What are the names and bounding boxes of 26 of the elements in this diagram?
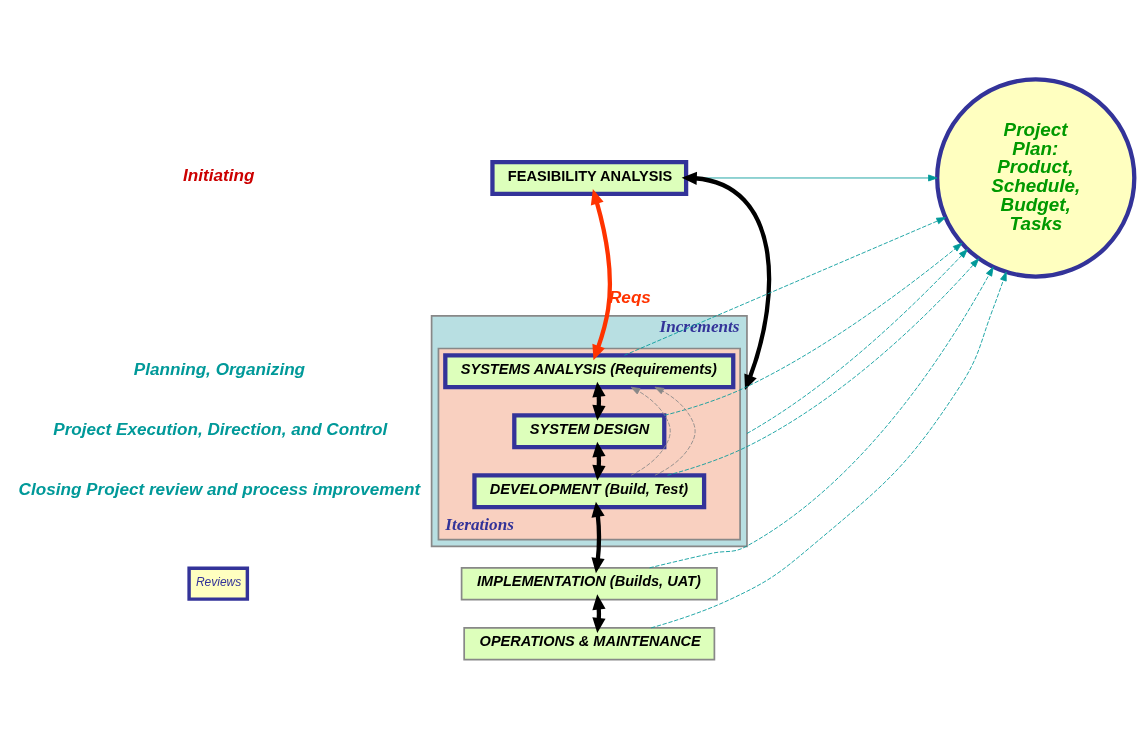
- node-box: SYSTEMS ANALYSIS (Requirements): [443, 353, 736, 390]
- node-box: IMPLEMENTATION (Builds, UAT): [460, 567, 718, 601]
- legend-label: Reviews: [195, 575, 242, 590]
- arrow: [650, 271, 1007, 629]
- edge-label: Reqs: [608, 287, 651, 308]
- arrow: [630, 386, 671, 476]
- node-box: DEVELOPMENT (Build, Test): [472, 473, 707, 510]
- node-box: SYSTEM DESIGN: [512, 413, 667, 450]
- label: Planning, Organizing: [133, 358, 306, 379]
- arrow: [592, 381, 606, 421]
- arrow: [624, 217, 946, 356]
- arrow: [664, 242, 963, 416]
- label: Project Execution, Direction, and Control: [53, 418, 388, 439]
- node-box: OPERATIONS & MAINTENANCE: [463, 627, 716, 661]
- label: Closing Project review and process improvement: [18, 478, 421, 499]
- arrow: [654, 386, 696, 476]
- arrow: [649, 266, 994, 569]
- arrow: [591, 501, 605, 574]
- arrow: [681, 171, 771, 390]
- arrow: [746, 249, 968, 434]
- arrow: [667, 258, 980, 476]
- node-box: FEASIBILITY ANALYSIS: [490, 160, 689, 196]
- label: Initiating: [183, 165, 255, 186]
- arrow: [590, 188, 612, 361]
- arrow: [592, 441, 606, 481]
- arrow: [592, 594, 606, 633]
